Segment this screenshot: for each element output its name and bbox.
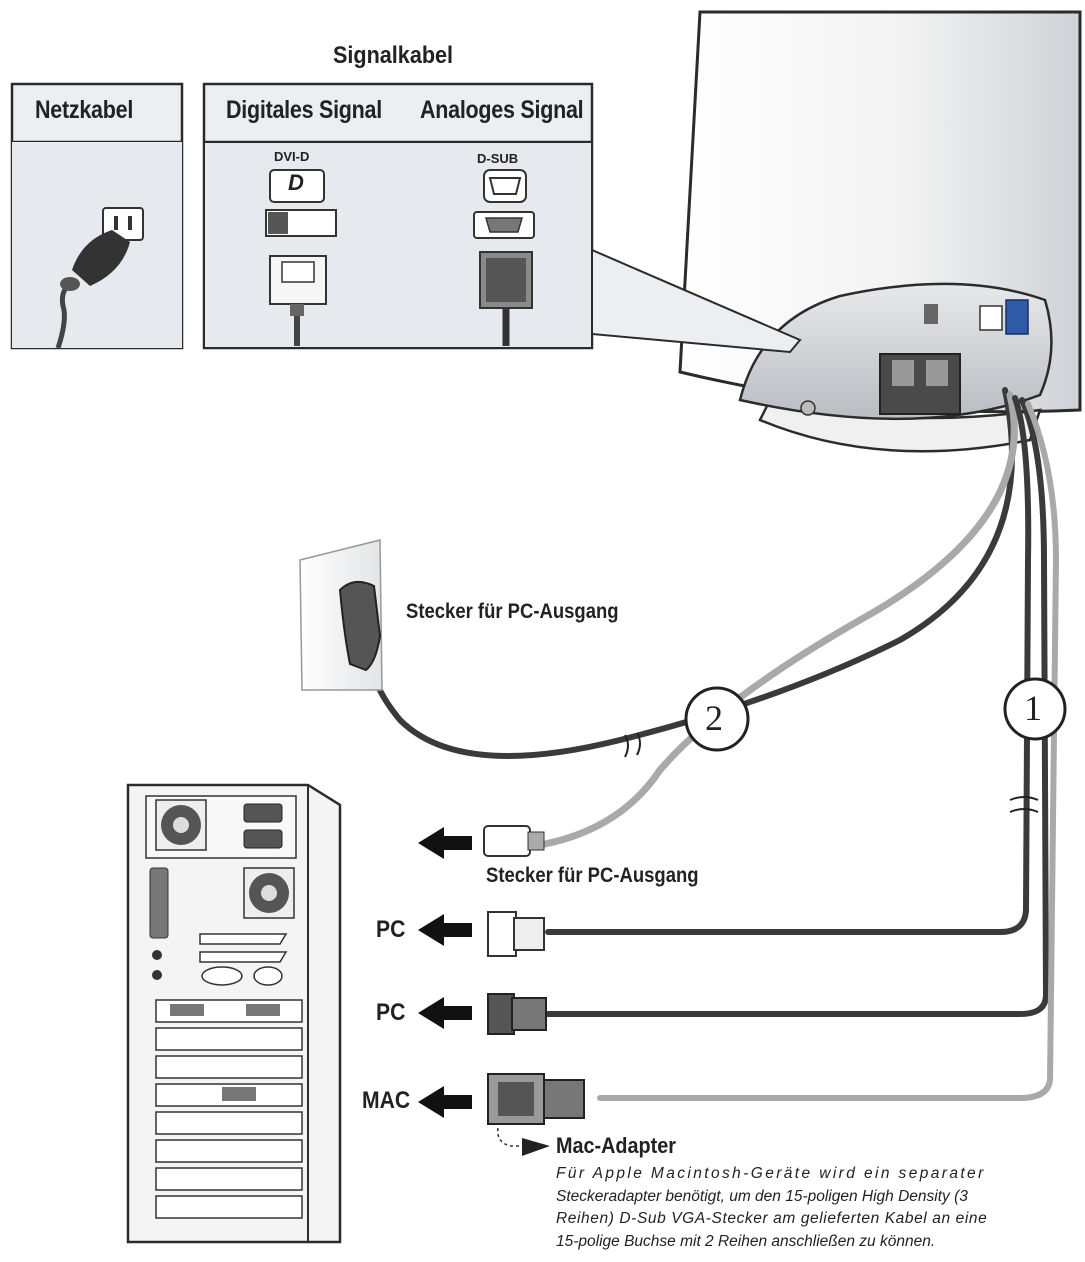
arrow-left-icon: [418, 1086, 472, 1118]
cable-marker-1-circle: [1003, 677, 1067, 741]
arrow-left-icon: [418, 914, 472, 946]
monitor-rear-view: [678, 10, 1082, 453]
cable-marker-2: 2: [705, 698, 723, 738]
dsub-plug-connector: [487, 993, 547, 1035]
pc-power-label: Stecker für PC-Ausgang: [486, 864, 699, 887]
dvi-port-glyph: D: [288, 170, 304, 195]
cable-marker-1: 1: [1024, 688, 1042, 728]
connection-label-mac: MAC: [362, 1087, 411, 1114]
mac-adapter-note: Für Apple Macintosh-Geräte wird ein sepa…: [556, 1163, 1084, 1253]
callout-wedge: [591, 248, 802, 354]
wall-outlet: [299, 539, 383, 691]
mac-adapter-note-line: Steckeradapter benötigt, um den 15-polig…: [556, 1187, 968, 1205]
pc-power-connector: [483, 825, 545, 857]
connection-label-pc-dsub: PC: [376, 999, 406, 1026]
power-plug-icon: [55, 207, 144, 349]
cable-marker-2-circle: [684, 686, 750, 752]
mac-adapter-connector: [487, 1073, 585, 1125]
digital-signal-label: Digitales Signal: [226, 96, 382, 124]
wall-plug-label: Stecker für PC-Ausgang: [406, 600, 619, 623]
connection-label-pc-dvi: PC: [376, 916, 406, 943]
mac-adapter-title: Mac-Adapter: [556, 1133, 676, 1158]
analog-signal-label: Analoges Signal: [420, 96, 584, 124]
signal-cable-heading: Signalkabel: [333, 42, 454, 69]
mac-adapter-note-line: 15-polige Buchse mit 2 Reihen anschließe…: [556, 1232, 936, 1250]
dsub-connector-icon: [473, 169, 535, 346]
dvi-port-label: DVI-D: [274, 149, 310, 164]
mac-adapter-note-line: Reihen) D-Sub VGA-Stecker am gelieferten…: [556, 1210, 988, 1227]
arrow-left-icon: [418, 827, 472, 859]
cable-break-marks: [624, 732, 1039, 813]
power-cable-label: Netzkabel: [35, 96, 134, 124]
pointer-arrow-icon: [497, 1127, 550, 1156]
dvi-plug-connector: [487, 911, 545, 957]
power-cable-panel: [10, 82, 184, 350]
pc-tower: [126, 783, 342, 1244]
dsub-port-label: D-SUB: [477, 151, 519, 166]
arrow-left-icon: [418, 997, 472, 1029]
dvi-connector-icon: [265, 169, 337, 346]
mac-adapter-note-line: Für Apple Macintosh-Geräte wird ein sepa…: [556, 1165, 986, 1182]
